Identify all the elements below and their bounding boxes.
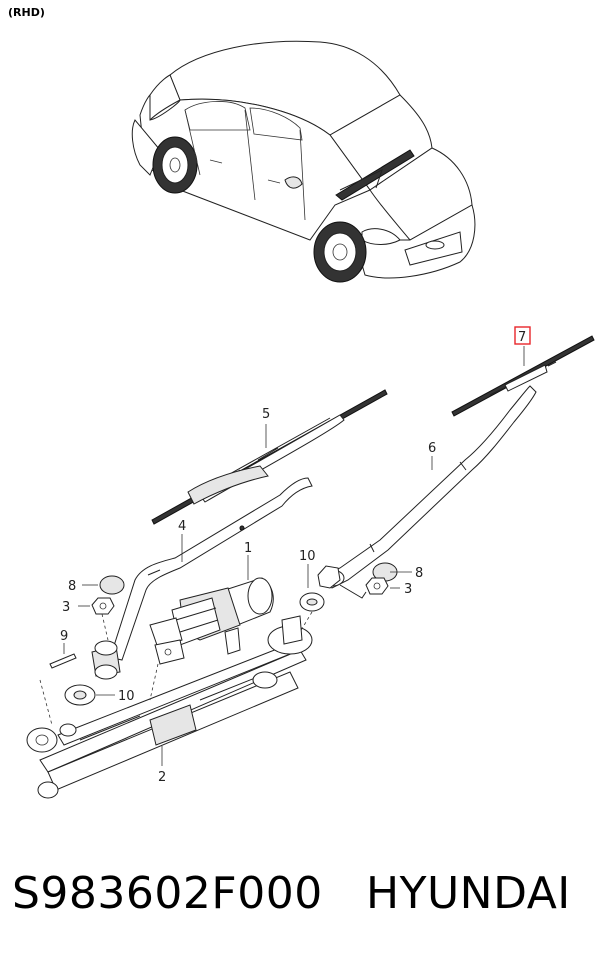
callout-8-left: 8: [68, 579, 76, 594]
diagram-canvas: 5 4 1 6 7 10 8 3 9 10 8 3 2: [26, 40, 595, 799]
callout-10-right: 10: [299, 549, 316, 564]
wiper-arm-left: [91, 477, 313, 680]
variant-label: (RHD): [8, 6, 45, 19]
car-illustration: [131, 40, 476, 283]
small-parts-right: [299, 562, 398, 612]
leader-lines: [39, 346, 525, 766]
wiper-motor: [149, 577, 274, 665]
wiper-arm-right: [319, 385, 537, 599]
callout-10-left: 10: [118, 689, 135, 704]
callout-5: 5: [262, 407, 270, 422]
callout-2: 2: [158, 770, 166, 785]
highlight-box: [514, 326, 531, 345]
callout-6: 6: [428, 441, 436, 456]
part-number: S983602F000: [12, 868, 323, 919]
callout-7: 7: [518, 330, 526, 345]
callout-9: 9: [60, 629, 68, 644]
callout-8-right: 8: [415, 566, 423, 581]
wiper-blade-right: [451, 326, 595, 417]
callout-3-left: 3: [62, 600, 70, 615]
small-parts-left: [49, 575, 125, 706]
callout-1: 1: [244, 541, 252, 556]
wiper-linkage: [26, 615, 313, 799]
brand-name: HYUNDAI: [366, 868, 571, 919]
wiper-blade-left: [151, 389, 388, 525]
callout-4: 4: [178, 519, 186, 534]
callout-3-right: 3: [404, 582, 412, 597]
